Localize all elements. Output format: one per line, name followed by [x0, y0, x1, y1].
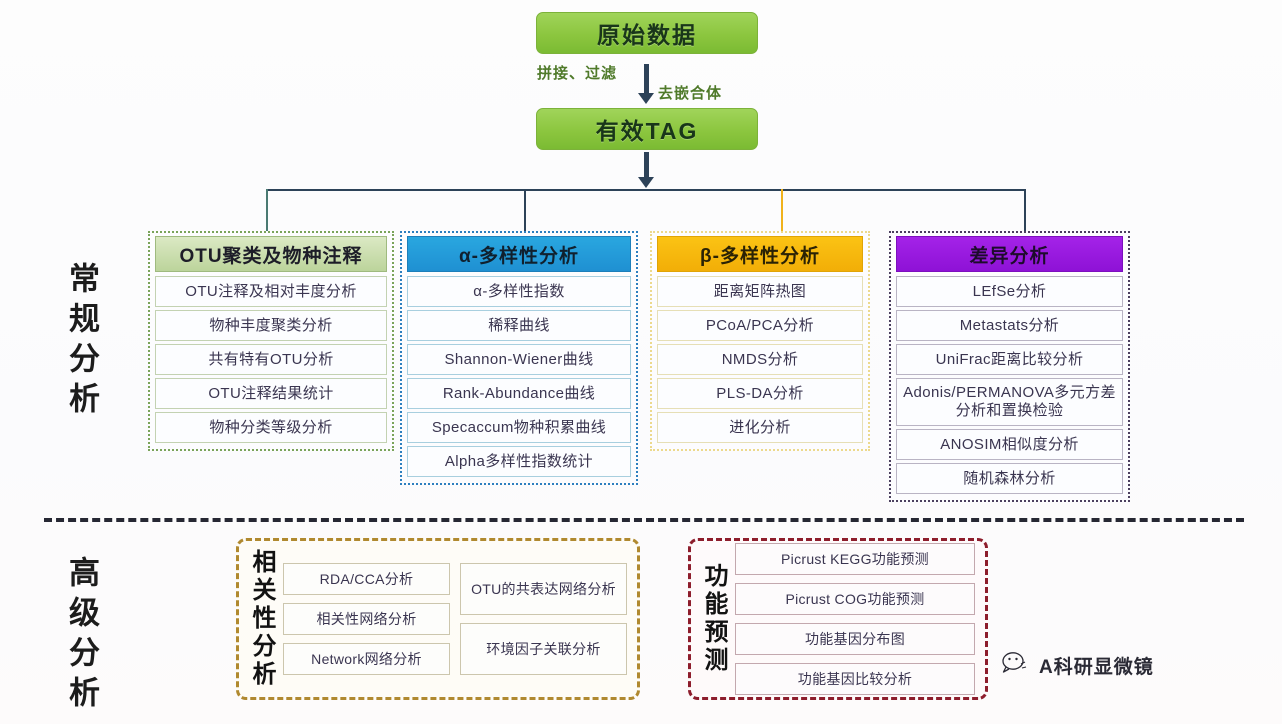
advanced-group-correlation-analysis: 相关性分析 RDA/CCA分析 相关性网络分析 Network网络分析 OTU的… [236, 538, 640, 700]
advanced-group-title-function-prediction: 功能预测 [700, 563, 727, 675]
list-item[interactable]: Metastats分析 [896, 310, 1123, 341]
arrow-raw-to-tag-shaft [644, 64, 649, 96]
list-item[interactable]: Picrust KEGG功能预测 [735, 543, 975, 575]
category-header-alpha-diversity: α-多样性分析 [407, 236, 631, 272]
list-item[interactable]: Alpha多样性指数统计 [407, 446, 631, 477]
category-column-beta-inner: β-多样性分析 距离矩阵热图 PCoA/PCA分析 NMDS分析 PLS-DA分… [650, 231, 870, 451]
list-item[interactable]: LEfSe分析 [896, 276, 1123, 307]
category-header-difference-analysis: 差异分析 [896, 236, 1123, 272]
list-item[interactable]: NMDS分析 [657, 344, 863, 375]
category-items-difference: LEfSe分析 Metastats分析 UniFrac距离比较分析 Adonis… [896, 276, 1123, 494]
list-item[interactable]: Rank-Abundance曲线 [407, 378, 631, 409]
list-item[interactable]: RDA/CCA分析 [283, 563, 450, 595]
edge-label-remove-chimera: 去嵌合体 [658, 85, 723, 102]
category-column-difference-analysis: 差异分析 LEfSe分析 Metastats分析 UniFrac距离比较分析 A… [889, 231, 1130, 502]
connector-drop-beta [781, 189, 783, 231]
advanced-correlation-right-stack: OTU的共表达网络分析 环境因子关联分析 [460, 549, 627, 689]
category-column-alpha-inner: α-多样性分析 α-多样性指数 稀释曲线 Shannon-Wiener曲线 Ra… [400, 231, 638, 485]
category-items-beta: 距离矩阵热图 PCoA/PCA分析 NMDS分析 PLS-DA分析 进化分析 [657, 276, 863, 443]
list-item[interactable]: 进化分析 [657, 412, 863, 443]
list-item[interactable]: α-多样性指数 [407, 276, 631, 307]
list-item[interactable]: 距离矩阵热图 [657, 276, 863, 307]
list-item[interactable]: 功能基因比较分析 [735, 663, 975, 695]
list-item[interactable]: Adonis/PERMANOVA多元方差分析和置换检验 [896, 378, 1123, 426]
arrow-tag-to-bus-shaft [644, 152, 649, 180]
category-header-otu: OTU聚类及物种注释 [155, 236, 387, 272]
category-header-beta-diversity: β-多样性分析 [657, 236, 863, 272]
list-item[interactable]: Picrust COG功能预测 [735, 583, 975, 615]
node-valid-tag: 有效TAG [536, 108, 758, 150]
wechat-icon [1000, 650, 1030, 681]
arrow-tag-to-bus-head [638, 177, 654, 188]
category-column-otu: OTU聚类及物种注释 OTU注释及相对丰度分析 物种丰度聚类分析 共有特有OTU… [148, 231, 394, 451]
connector-bus-line [266, 189, 1026, 191]
list-item[interactable]: 共有特有OTU分析 [155, 344, 387, 375]
advanced-group-title-correlation: 相关性分析 [248, 549, 275, 689]
advanced-group-function-prediction: 功能预测 Picrust KEGG功能预测 Picrust COG功能预测 功能… [688, 538, 988, 700]
connector-drop-diff [1024, 189, 1026, 231]
advanced-function-stack: Picrust KEGG功能预测 Picrust COG功能预测 功能基因分布图… [735, 543, 975, 695]
category-column-otu-inner: OTU聚类及物种注释 OTU注释及相对丰度分析 物种丰度聚类分析 共有特有OTU… [148, 231, 394, 451]
list-item[interactable]: OTU的共表达网络分析 [460, 563, 627, 615]
category-items-otu: OTU注释及相对丰度分析 物种丰度聚类分析 共有特有OTU分析 OTU注释结果统… [155, 276, 387, 443]
advanced-function-columns: Picrust KEGG功能预测 Picrust COG功能预测 功能基因分布图… [735, 543, 975, 695]
category-column-alpha-diversity: α-多样性分析 α-多样性指数 稀释曲线 Shannon-Wiener曲线 Ra… [400, 231, 638, 485]
list-item[interactable]: OTU注释结果统计 [155, 378, 387, 409]
list-item[interactable]: 物种分类等级分析 [155, 412, 387, 443]
advanced-correlation-left-stack: RDA/CCA分析 相关性网络分析 Network网络分析 [283, 549, 450, 689]
section-label-advanced-analysis: 高级分析 [64, 556, 99, 716]
list-item[interactable]: 环境因子关联分析 [460, 623, 627, 675]
connector-drop-otu [266, 189, 268, 231]
category-items-alpha: α-多样性指数 稀释曲线 Shannon-Wiener曲线 Rank-Abund… [407, 276, 631, 477]
list-item[interactable]: 随机森林分析 [896, 463, 1123, 494]
category-column-difference-inner: 差异分析 LEfSe分析 Metastats分析 UniFrac距离比较分析 A… [889, 231, 1130, 502]
arrow-raw-to-tag-head [638, 93, 654, 104]
list-item[interactable]: 功能基因分布图 [735, 623, 975, 655]
list-item[interactable]: ANOSIM相似度分析 [896, 429, 1123, 460]
list-item[interactable]: UniFrac距离比较分析 [896, 344, 1123, 375]
list-item[interactable]: Shannon-Wiener曲线 [407, 344, 631, 375]
list-item[interactable]: 相关性网络分析 [283, 603, 450, 635]
list-item[interactable]: 物种丰度聚类分析 [155, 310, 387, 341]
list-item[interactable]: PLS-DA分析 [657, 378, 863, 409]
connector-drop-alpha [524, 189, 526, 231]
list-item[interactable]: Network网络分析 [283, 643, 450, 675]
watermark: A科研显微镜 [1000, 650, 1154, 681]
category-column-beta-diversity: β-多样性分析 距离矩阵热图 PCoA/PCA分析 NMDS分析 PLS-DA分… [650, 231, 870, 451]
section-divider [44, 518, 1244, 522]
list-item[interactable]: 稀释曲线 [407, 310, 631, 341]
section-label-routine-analysis: 常规分析 [64, 262, 99, 422]
edge-label-splice-filter: 拼接、过滤 [537, 65, 618, 82]
watermark-text: A科研显微镜 [1039, 657, 1154, 678]
list-item[interactable]: OTU注释及相对丰度分析 [155, 276, 387, 307]
node-raw-data: 原始数据 [536, 12, 758, 54]
advanced-correlation-columns: RDA/CCA分析 相关性网络分析 Network网络分析 OTU的共表达网络分… [283, 549, 627, 689]
list-item[interactable]: PCoA/PCA分析 [657, 310, 863, 341]
list-item[interactable]: Specaccum物种积累曲线 [407, 412, 631, 443]
